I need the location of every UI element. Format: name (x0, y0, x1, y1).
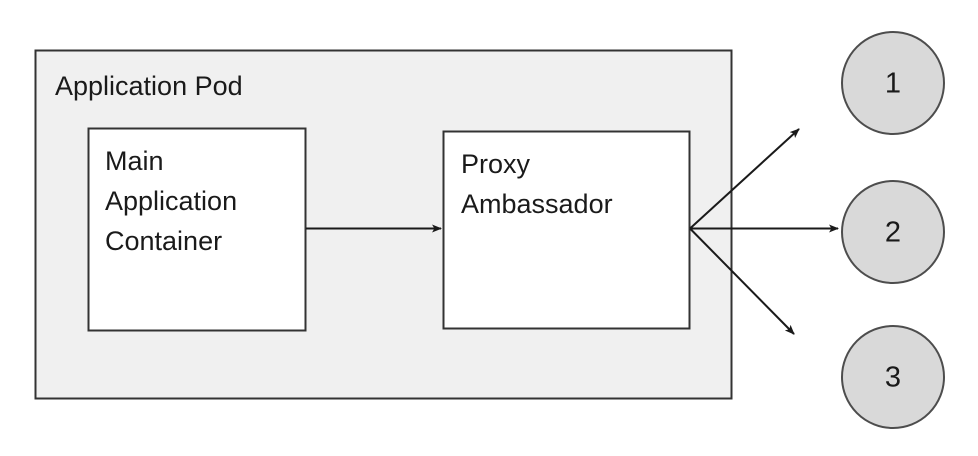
endpoint-circle-2 (841, 180, 945, 284)
proxy-ambassador-box (442, 130, 691, 330)
endpoint-circle-3 (841, 325, 945, 429)
main-application-container-box (87, 127, 307, 332)
endpoint-circle-1-label: 1 (885, 68, 901, 100)
main-application-container-label-line2: Application (105, 186, 237, 216)
main-application-container-label-line3: Container (105, 226, 222, 256)
proxy-ambassador-label-line2: Ambassador (461, 189, 613, 219)
endpoint-circle-3-label: 3 (885, 362, 901, 394)
main-application-container-label-line1: Main (105, 146, 164, 176)
connector-proxy-to-endpoint-1 (689, 128, 800, 230)
connector-proxy-to-endpoint-3 (689, 227, 795, 335)
endpoint-circle-1 (841, 31, 945, 135)
proxy-ambassador-label-line1: Proxy (461, 149, 531, 179)
application-pod-label: Application Pod (55, 71, 243, 101)
endpoint-circle-2-label: 2 (885, 217, 901, 249)
